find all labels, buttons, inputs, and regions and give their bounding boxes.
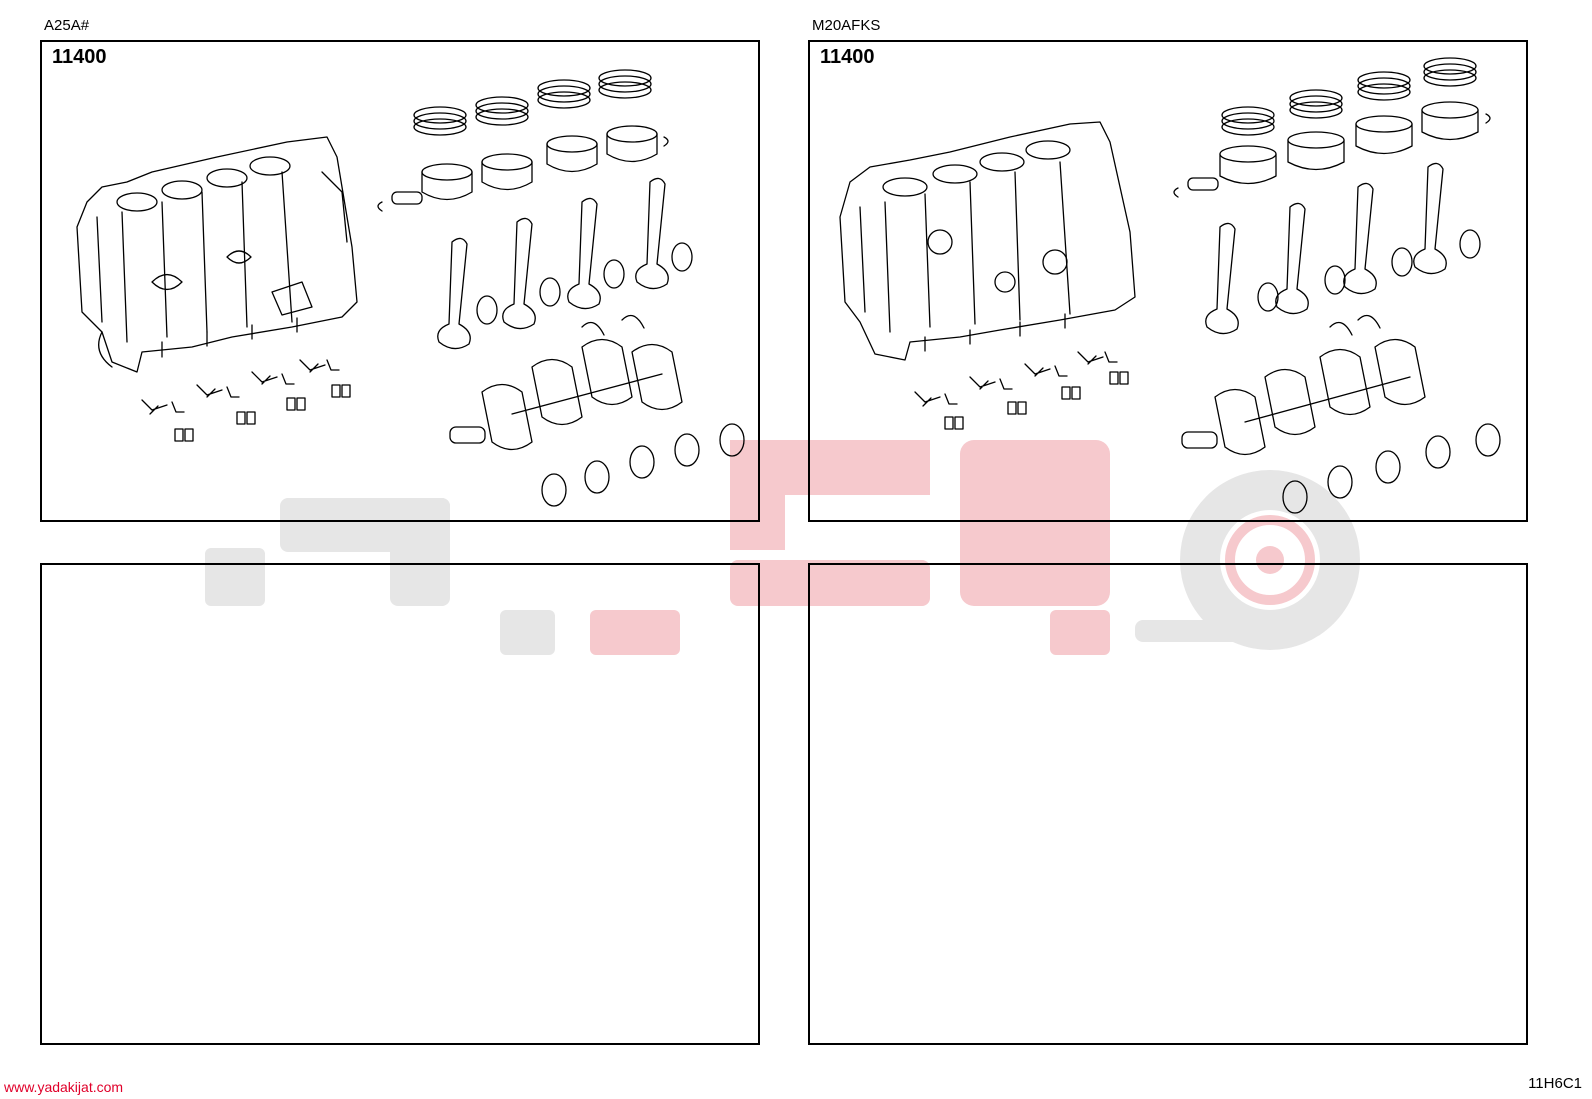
connecting-rod-drawings: [437, 177, 693, 350]
cylinder-block-drawing: [76, 136, 358, 373]
oil-jet-and-bolt-drawings: [914, 351, 1129, 430]
piston-drawings: [1173, 101, 1491, 198]
empty-panel: [40, 563, 760, 1045]
empty-panel: [808, 563, 1528, 1045]
oil-jet-and-bolt-drawings: [141, 359, 351, 442]
cylinder-block-drawing: [839, 121, 1136, 361]
piston-ring-set-drawings: [1221, 57, 1477, 136]
connecting-rod-drawings: [1205, 162, 1481, 335]
part-code-label: 11400: [820, 46, 875, 68]
engine-parts-illustration: [839, 57, 1501, 514]
diagram-panel[interactable]: 11400: [808, 40, 1528, 522]
engine-code-label: A25A#: [44, 17, 90, 34]
thrust-washer-drawing: [1329, 314, 1381, 336]
engine-code-label: M20AFKS: [812, 17, 881, 34]
page-code: 11H6C1: [1528, 1075, 1582, 1092]
website-link[interactable]: www.yadakijat.com: [4, 1079, 124, 1095]
engine-parts-illustration: [76, 69, 745, 507]
part-code-label: 11400: [52, 46, 107, 68]
crankshaft-drawing: [449, 338, 683, 451]
main-bearing-drawings: [1282, 423, 1501, 514]
diagram-panel[interactable]: 11400: [40, 40, 760, 522]
piston-ring-set-drawings: [413, 69, 652, 136]
main-bearing-drawings: [541, 423, 745, 507]
thrust-washer-drawing: [581, 314, 645, 336]
crankshaft-drawing: [1181, 338, 1426, 456]
piston-drawings: [377, 125, 669, 212]
